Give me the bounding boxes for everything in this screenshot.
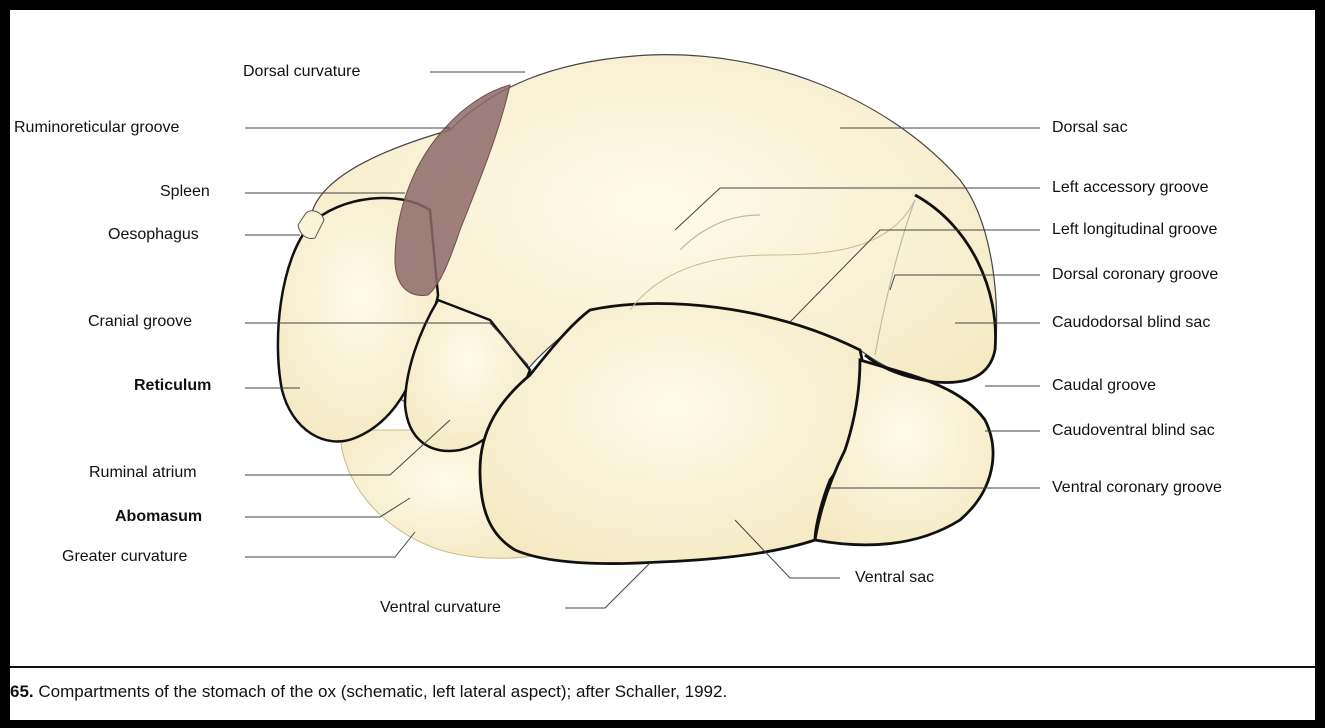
label-ruminal-atrium: Ruminal atrium xyxy=(89,463,197,483)
label-spleen: Spleen xyxy=(160,182,210,202)
label-ventral-coronary-groove: Ventral coronary groove xyxy=(1052,478,1222,498)
label-dorsal-coronary-groove: Dorsal coronary groove xyxy=(1052,265,1218,285)
stomach-diagram xyxy=(10,10,1315,660)
caption-text: Compartments of the stomach of the ox (s… xyxy=(34,682,728,701)
figure-frame: Dorsal curvature Ruminoreticular groove … xyxy=(10,10,1315,720)
label-ventral-curvature: Ventral curvature xyxy=(380,598,501,618)
figure-caption: 65. Compartments of the stomach of the o… xyxy=(10,682,727,702)
label-greater-curvature: Greater curvature xyxy=(62,547,187,567)
label-caudodorsal-blind-sac: Caudodorsal blind sac xyxy=(1052,313,1210,333)
label-left-longitudinal-groove: Left longitudinal groove xyxy=(1052,220,1217,240)
label-ventral-sac: Ventral sac xyxy=(855,568,934,588)
label-dorsal-curvature: Dorsal curvature xyxy=(243,62,360,82)
label-caudoventral-blind-sac: Caudoventral blind sac xyxy=(1052,421,1215,441)
caption-number: 65. xyxy=(10,682,34,701)
label-caudal-groove: Caudal groove xyxy=(1052,376,1156,396)
label-abomasum: Abomasum xyxy=(115,507,202,527)
label-dorsal-sac: Dorsal sac xyxy=(1052,118,1128,138)
label-ruminoreticular-groove: Ruminoreticular groove xyxy=(14,118,179,138)
label-left-accessory-groove: Left accessory groove xyxy=(1052,178,1209,198)
figure-area: Dorsal curvature Ruminoreticular groove … xyxy=(10,10,1315,660)
label-cranial-groove: Cranial groove xyxy=(88,312,192,332)
caption-divider xyxy=(10,666,1315,668)
label-reticulum: Reticulum xyxy=(134,376,211,396)
label-oesophagus: Oesophagus xyxy=(108,225,199,245)
